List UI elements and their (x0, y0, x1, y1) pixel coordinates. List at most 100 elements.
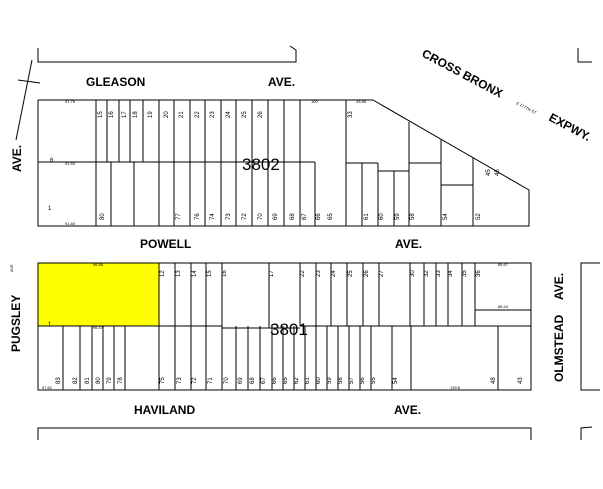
lot-number[interactable]: 1 (48, 206, 52, 212)
lot-number[interactable]: 58 (338, 377, 344, 384)
lot-number[interactable]: 25 (242, 111, 248, 118)
lot-number[interactable]: 78 (118, 377, 124, 384)
street-label-powell-ave: AVE. (395, 237, 422, 251)
lot-number[interactable]: 18 (133, 111, 139, 118)
lot-number[interactable]: 24 (331, 270, 337, 277)
block-3802-lot-lines (95, 100, 301, 226)
lot-number[interactable]: 23 (210, 111, 216, 118)
lot-number[interactable]: 36 (476, 270, 482, 277)
lot-number[interactable]: 70 (258, 213, 264, 220)
lot-number[interactable]: 83 (56, 377, 62, 384)
lot-number[interactable]: 54 (393, 377, 399, 384)
dimension-label: 96.56 (93, 262, 104, 267)
lot-number[interactable]: 69 (238, 377, 244, 384)
lot-number[interactable]: 27 (379, 270, 385, 277)
dimension-label: 91.60 (65, 221, 76, 226)
lot-number[interactable]: 71 (208, 377, 214, 384)
lot-number[interactable]: 68 (250, 377, 256, 384)
lot-number[interactable]: 80 (100, 213, 106, 220)
lot-number[interactable]: 25 (348, 270, 354, 277)
street-label-olmstead-ave: AVE. (552, 273, 566, 300)
lot-number[interactable]: 56 (360, 377, 366, 384)
lot-number[interactable]: 72 (242, 213, 248, 220)
lot-number[interactable]: 13 (176, 270, 182, 277)
lot-number[interactable]: 61 (364, 213, 370, 220)
street-label-pugsley: PUGSLEY (9, 295, 23, 352)
street-label-pugsley-ave: AVE (9, 264, 14, 272)
street-label-left-ave: AVE. (10, 145, 24, 172)
lot-number[interactable]: 43 (518, 377, 524, 384)
lot-number[interactable]: 77 (176, 213, 182, 220)
lot-number[interactable]: 70 (224, 377, 230, 384)
lot-number[interactable]: 61 (305, 377, 311, 384)
lot-number[interactable]: 26 (364, 270, 370, 277)
lot-number[interactable]: 82 (73, 377, 79, 384)
lot-number[interactable]: 74 (210, 213, 216, 220)
dimension-label: 91.83 (65, 161, 76, 166)
lot-number[interactable]: 45 (486, 169, 492, 176)
lot-number[interactable]: 67 (261, 377, 267, 384)
block-number-3802: 3802 (242, 155, 280, 174)
lot-number[interactable]: 16 (109, 111, 115, 118)
lot-number[interactable]: 21 (179, 111, 185, 118)
lot-number[interactable]: 33 (436, 270, 442, 277)
lot-number[interactable]: 15 (98, 111, 104, 118)
lot-number[interactable]: 19 (148, 111, 154, 118)
highlighted-lot-block-3801-lot-1[interactable] (37, 262, 160, 327)
lot-number[interactable]: 48 (491, 377, 497, 384)
lot-number[interactable]: 73 (226, 213, 232, 220)
lot-number[interactable]: 22 (195, 111, 201, 118)
lot-number[interactable]: 23 (316, 270, 322, 277)
lot-number[interactable]: 72 (192, 377, 198, 384)
lot-number[interactable]: 16 (222, 270, 228, 277)
dimension-label: 91.76 (65, 99, 76, 104)
lot-number[interactable]: 22 (300, 270, 306, 277)
lot-number[interactable]: 62 (294, 377, 300, 384)
lot-number[interactable]: 32 (424, 270, 430, 277)
lot-number[interactable]: 57 (349, 377, 355, 384)
lot-number[interactable]: 52 (476, 213, 482, 220)
lot-number[interactable]: 60 (379, 213, 385, 220)
street-label-olmstead: OLMSTEAD (552, 314, 566, 382)
lot-number[interactable]: 59 (327, 377, 333, 384)
frame-lines (15, 45, 600, 440)
lot-number[interactable]: 15 (207, 270, 213, 277)
lot-number[interactable]: 60 (316, 377, 322, 384)
lot-number[interactable]: 68 (290, 213, 296, 220)
lot-number[interactable]: 58 (410, 213, 416, 220)
lot-number[interactable]: 33 (348, 111, 354, 118)
lot-number[interactable]: 80 (96, 377, 102, 384)
lot-number[interactable]: 66 (316, 213, 322, 220)
lot-number[interactable]: 75 (160, 377, 166, 384)
lot-number[interactable]: 69 (273, 213, 279, 220)
block-number-3801: 3801 (270, 320, 308, 339)
lot-number[interactable]: 34 (448, 270, 454, 277)
lot-number[interactable]: 79 (107, 377, 113, 384)
lot-number[interactable]: 66 (272, 377, 278, 384)
lot-number[interactable]: 65 (328, 213, 334, 220)
lot-number[interactable]: 17 (269, 270, 275, 277)
lot-number[interactable]: 30 (410, 270, 416, 277)
block-3802 (37, 99, 530, 227)
lot-number[interactable]: 12 (160, 270, 166, 277)
lot-number[interactable]: 17 (122, 111, 128, 118)
lot-number[interactable]: 6 (50, 158, 54, 164)
lot-number[interactable]: 59 (395, 213, 401, 220)
lot-number[interactable]: 24 (226, 111, 232, 118)
street-note-e177: E 177TH ST (516, 100, 538, 115)
dimension-label: 100 (311, 99, 318, 104)
lot-number[interactable]: 73 (177, 377, 183, 384)
lot-number[interactable]: 35 (462, 270, 468, 277)
lot-number[interactable]: 1 (48, 322, 52, 328)
lot-number[interactable]: 26 (258, 111, 264, 118)
lot-number[interactable]: 14 (192, 270, 198, 277)
lot-number[interactable]: 76 (195, 213, 201, 220)
lot-number[interactable]: 46 (495, 169, 501, 176)
street-label-powell: POWELL (140, 237, 191, 251)
lot-number[interactable]: 65 (283, 377, 289, 384)
lot-number[interactable]: 67 (302, 213, 308, 220)
lot-number[interactable]: 20 (164, 111, 170, 118)
lot-number[interactable]: 81 (85, 377, 91, 384)
lot-number[interactable]: 54 (443, 213, 449, 220)
lot-number[interactable]: 55 (371, 377, 377, 384)
